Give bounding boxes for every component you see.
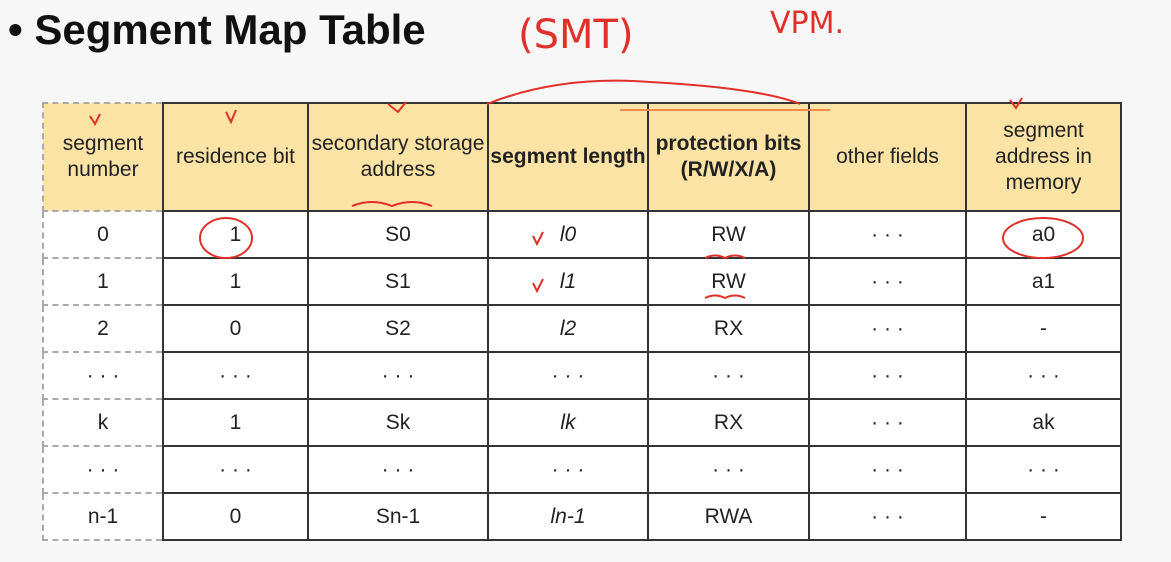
table-cell: ln-1 [487, 492, 649, 541]
table-cell: · · · [808, 210, 967, 259]
column-header: segment address in memory [965, 102, 1122, 212]
table-cell: l0 [487, 210, 649, 259]
table-cell: · · · [965, 445, 1122, 494]
table-cell: 0 [162, 492, 309, 541]
table-cell: S0 [307, 210, 489, 259]
table-cell: Sn-1 [307, 492, 489, 541]
table-cell: 1 [42, 257, 164, 306]
table-cell: · · · [808, 351, 967, 400]
slide-title: • Segment Map Table [8, 6, 426, 53]
table-cell: - [965, 492, 1122, 541]
table-cell: 2 [42, 304, 164, 353]
table-cell: RWA [647, 492, 810, 541]
table-cell: · · · [808, 398, 967, 447]
table-cell: · · · [487, 445, 649, 494]
table-cell: ak [965, 398, 1122, 447]
table-cell: · · · [42, 445, 164, 494]
table-cell: RW [647, 257, 810, 306]
table-cell: RW [647, 210, 810, 259]
table-cell: Sk [307, 398, 489, 447]
table-cell: · · · [647, 351, 810, 400]
table-cell: · · · [808, 445, 967, 494]
table-cell: 0 [42, 210, 164, 259]
table-cell: · · · [808, 492, 967, 541]
table-cell: · · · [808, 257, 967, 306]
table-cell: S1 [307, 257, 489, 306]
annotation-smt: (SMT) [518, 12, 634, 58]
table-cell: S2 [307, 304, 489, 353]
column-header: secondary storage address [307, 102, 489, 212]
table-row: · · ·· · ·· · ·· · ·· · ·· · ·· · · [42, 445, 1122, 494]
table-cell: l1 [487, 257, 649, 306]
table-cell: · · · [162, 351, 309, 400]
table-cell: RX [647, 304, 810, 353]
table-row: · · ·· · ·· · ·· · ·· · ·· · ·· · · [42, 351, 1122, 400]
table-cell: · · · [965, 351, 1122, 400]
table-cell: RX [647, 398, 810, 447]
table-cell: - [965, 304, 1122, 353]
table-cell: 1 [162, 257, 309, 306]
column-header: protection bits (R/W/X/A) [647, 102, 810, 212]
table-cell: · · · [162, 445, 309, 494]
table-cell: · · · [647, 445, 810, 494]
table-cell: 0 [162, 304, 309, 353]
table-cell: · · · [307, 351, 489, 400]
table-cell: a0 [965, 210, 1122, 259]
table-cell: 1 [162, 398, 309, 447]
column-header: segment number [42, 102, 164, 212]
column-header: residence bit [162, 102, 309, 212]
annotation-vpm: VPM. [770, 6, 845, 41]
table-cell: · · · [487, 351, 649, 400]
table-cell: lk [487, 398, 649, 447]
table-cell: · · · [42, 351, 164, 400]
table-cell: k [42, 398, 164, 447]
table-cell: · · · [808, 304, 967, 353]
column-header: segment length [487, 102, 649, 212]
table-cell: · · · [307, 445, 489, 494]
table-cell: 1 [162, 210, 309, 259]
bracket-annotation [486, 79, 801, 105]
column-header: other fields [808, 102, 967, 212]
table-cell: a1 [965, 257, 1122, 306]
table-cell: n-1 [42, 492, 164, 541]
table-cell: l2 [487, 304, 649, 353]
